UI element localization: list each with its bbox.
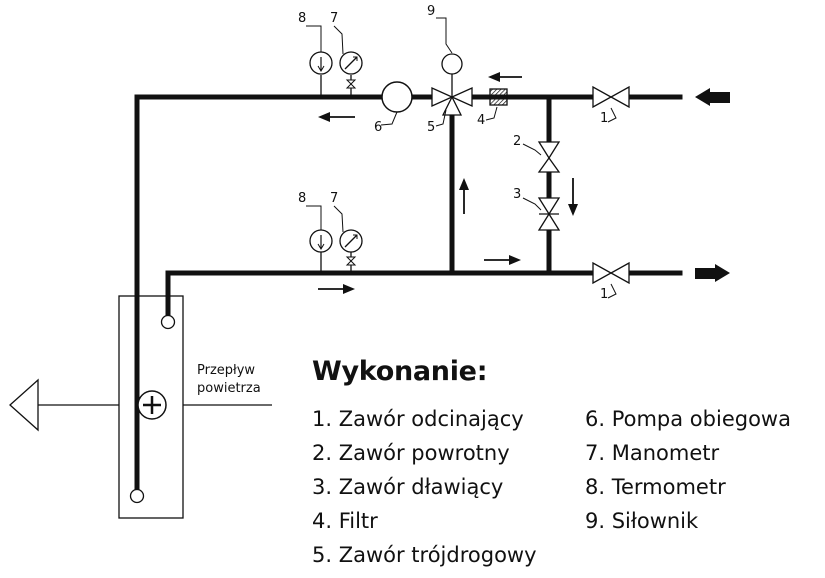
return-labels bbox=[306, 205, 344, 233]
pump-icon bbox=[381, 81, 413, 113]
air-flow-arrow-icon bbox=[9, 378, 39, 432]
thermometer-return bbox=[309, 229, 333, 273]
legend-item: 8. Termometr bbox=[585, 475, 726, 499]
actuator-icon bbox=[441, 53, 463, 75]
throttle-valve-icon bbox=[537, 197, 561, 231]
manometer-return bbox=[339, 229, 363, 273]
branch-down-arrow-icon bbox=[568, 178, 578, 216]
return-pipe bbox=[165, 270, 596, 321]
return-port-icon bbox=[160, 314, 176, 330]
label-pump: 6 bbox=[374, 120, 382, 135]
legend-item: 4. Filtr bbox=[312, 509, 378, 533]
bypass-up-arrow-icon bbox=[459, 178, 469, 214]
label-shutoff-valve-return: 1 bbox=[600, 287, 608, 302]
label-manometer-supply: 7 bbox=[330, 11, 338, 26]
manometer-supply bbox=[339, 51, 363, 97]
label-shutoff-valve-supply: 1 bbox=[600, 111, 608, 126]
legend-item: 9. Siłownik bbox=[585, 509, 699, 533]
air-flow-label-line2: powietrza bbox=[197, 381, 261, 396]
legend-item: 5. Zawór trójdrogowy bbox=[312, 543, 537, 567]
label-thermometer-return: 8 bbox=[298, 191, 306, 206]
label-check-valve: 2 bbox=[513, 134, 521, 149]
supply-flow-arrow-icon bbox=[318, 112, 355, 122]
legend-item: 3. Zawór dławiący bbox=[312, 475, 504, 499]
legend-right-list: 6. Pompa obiegowa 7. Manometr 8. Termome… bbox=[585, 402, 791, 538]
check-valve-icon bbox=[537, 141, 561, 173]
label-thermometer-supply: 8 bbox=[298, 11, 306, 26]
legend-item: 7. Manometr bbox=[585, 441, 720, 465]
shutoff-valve-supply-icon bbox=[592, 85, 630, 109]
label-throttle-valve: 3 bbox=[513, 187, 521, 202]
filter-flow-arrow-icon bbox=[488, 72, 522, 82]
legend-left-list: 1. Zawór odcinający 2. Zawór powrotny 3.… bbox=[312, 402, 537, 572]
return-flow-arrow-right-icon bbox=[484, 255, 521, 265]
label-three-way-valve: 5 bbox=[427, 120, 435, 135]
supply-pipe bbox=[134, 94, 385, 501]
air-flow: Przepływ powietrza bbox=[9, 363, 272, 432]
label-filter: 4 bbox=[477, 113, 485, 128]
manometer-return-valve-icon bbox=[345, 256, 357, 266]
manometer-supply-valve-icon bbox=[345, 79, 357, 89]
supply-port-icon bbox=[129, 488, 145, 504]
legend-item: 2. Zawór powrotny bbox=[312, 441, 510, 465]
filter-icon bbox=[489, 88, 508, 106]
three-way-valve-icon bbox=[431, 74, 473, 116]
label-actuator: 9 bbox=[427, 4, 435, 19]
legend-title: Wykonanie: bbox=[312, 356, 488, 387]
label-manometer-return: 7 bbox=[330, 191, 338, 206]
shutoff-valve-return-icon bbox=[592, 261, 630, 285]
legend-item: 1. Zawór odcinający bbox=[312, 407, 524, 431]
return-flow-arrow-icon bbox=[318, 284, 355, 294]
outlet-arrow-icon bbox=[695, 264, 730, 282]
supply-labels bbox=[306, 25, 344, 55]
heat-exchanger bbox=[118, 295, 184, 519]
thermometer-supply bbox=[309, 51, 333, 97]
air-flow-label-line1: Przepływ bbox=[197, 363, 255, 378]
legend-item: 6. Pompa obiegowa bbox=[585, 407, 791, 431]
inlet-arrow-icon bbox=[695, 88, 730, 106]
